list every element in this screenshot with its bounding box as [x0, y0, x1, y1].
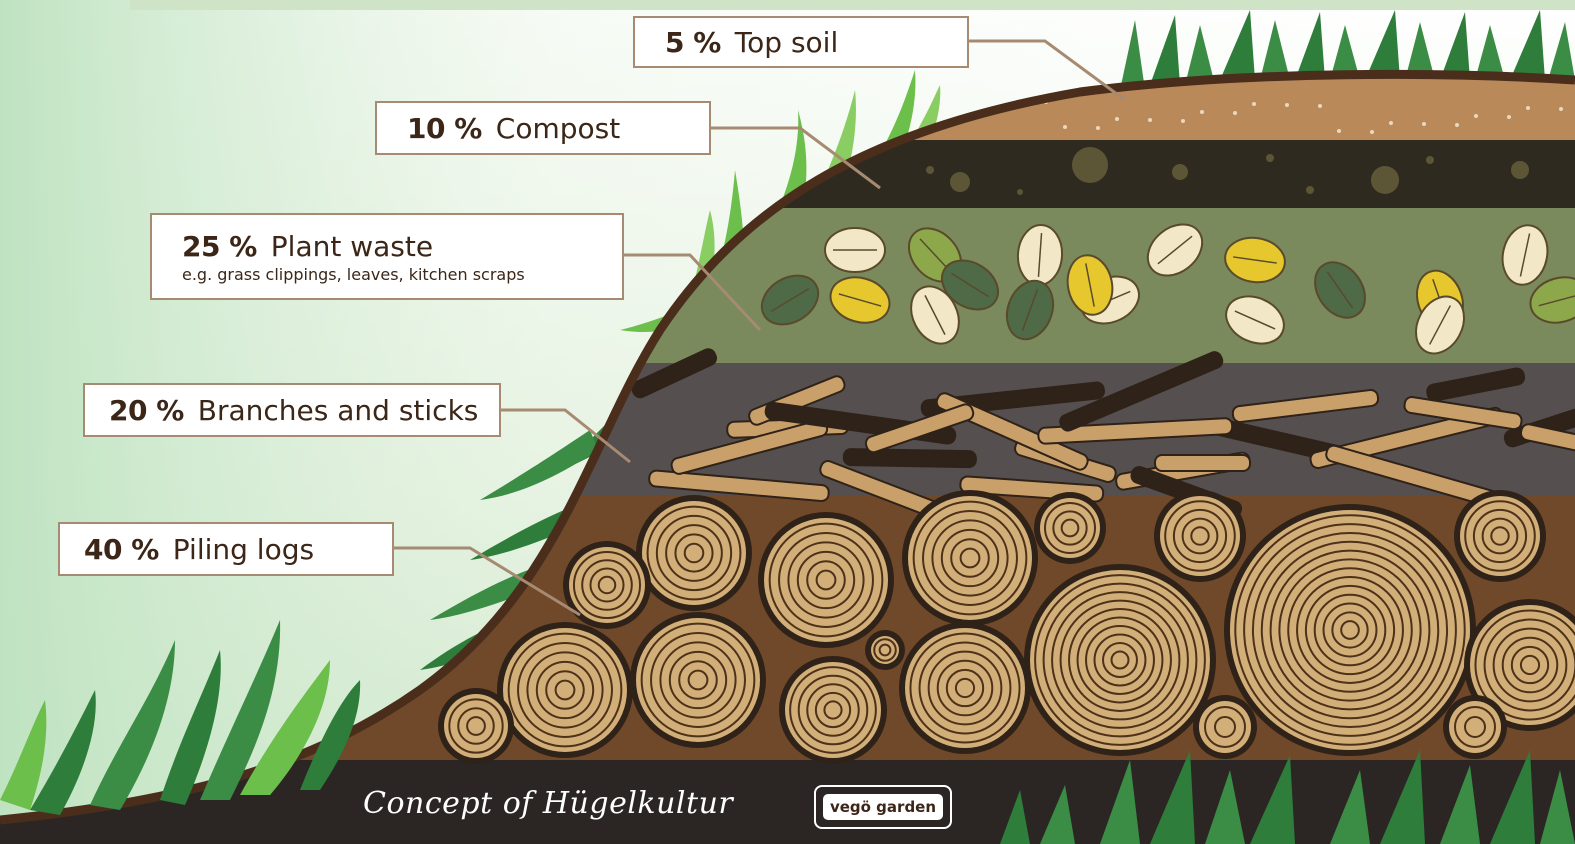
- label-piling-logs: 40 % Piling logs: [58, 522, 394, 576]
- soil-speck: [1096, 126, 1100, 130]
- label-piling-logs-percent: 40 %: [84, 533, 159, 566]
- label-top-soil-percent: 5 %: [665, 26, 721, 59]
- soil-speck: [1233, 111, 1237, 115]
- soil-speck: [1422, 122, 1426, 126]
- log: [636, 618, 760, 742]
- brand-logo[interactable]: vegö garden: [814, 785, 952, 829]
- log: [1030, 570, 1210, 750]
- compost-dot: [1172, 164, 1188, 180]
- compost-dot: [1306, 186, 1314, 194]
- label-plant-waste-percent: 25 %: [182, 230, 257, 263]
- soil-speck: [1370, 130, 1374, 134]
- log: [503, 628, 627, 752]
- label-compost: 10 % Compost: [375, 101, 711, 155]
- soil-speck: [1455, 123, 1459, 127]
- log: [1160, 496, 1240, 576]
- label-branches: 20 % Branches and sticks: [83, 383, 501, 437]
- log: [1040, 498, 1100, 558]
- soil-speck: [1507, 115, 1511, 119]
- branch: [844, 449, 976, 467]
- footer-title: Concept of Hügelkultur: [363, 786, 733, 821]
- soil-speck: [1063, 125, 1067, 129]
- compost-dot: [1426, 156, 1434, 164]
- soil-speck: [1337, 129, 1341, 133]
- top-strip: [130, 0, 1575, 10]
- log: [1460, 496, 1540, 576]
- soil-speck: [1252, 102, 1256, 106]
- soil-speck: [1200, 110, 1204, 114]
- label-plant-waste-note: e.g. grass clippings, leaves, kitchen sc…: [182, 265, 622, 284]
- label-compost-name: Compost: [496, 112, 620, 145]
- compost-dot: [926, 166, 934, 174]
- log: [764, 518, 888, 642]
- compost-dot: [1017, 189, 1023, 195]
- soil-speck: [1318, 104, 1322, 108]
- compost-dot: [1511, 161, 1529, 179]
- log: [1230, 510, 1470, 750]
- log: [905, 628, 1025, 748]
- soil-speck: [1285, 103, 1289, 107]
- soil-speck: [1559, 107, 1563, 111]
- label-piling-logs-name: Piling logs: [173, 533, 314, 566]
- compost-dot: [1072, 147, 1108, 183]
- soil-speck: [1389, 121, 1393, 125]
- brand-logo-text: vegö garden: [823, 794, 943, 820]
- log: [908, 496, 1032, 620]
- soil-speck: [1526, 106, 1530, 110]
- soil-speck: [1115, 117, 1119, 121]
- soil-speck: [1181, 119, 1185, 123]
- compost-dot: [1371, 166, 1399, 194]
- label-top-soil: 5 % Top soil: [633, 16, 969, 68]
- label-branches-name: Branches and sticks: [198, 394, 479, 427]
- branch: [1155, 455, 1250, 471]
- log: [1449, 701, 1501, 753]
- log: [444, 694, 508, 758]
- label-top-soil-name: Top soil: [735, 26, 838, 59]
- compost-dot: [1266, 154, 1274, 162]
- label-plant-waste: 25 % Plant waste e.g. grass clippings, l…: [150, 213, 624, 300]
- soil-speck: [1474, 114, 1478, 118]
- label-plant-waste-name: Plant waste: [271, 230, 433, 263]
- compost-dot: [950, 172, 970, 192]
- label-compost-percent: 10 %: [407, 112, 482, 145]
- label-branches-percent: 20 %: [109, 394, 184, 427]
- log: [569, 547, 645, 623]
- soil-speck: [1148, 118, 1152, 122]
- log: [1199, 701, 1251, 753]
